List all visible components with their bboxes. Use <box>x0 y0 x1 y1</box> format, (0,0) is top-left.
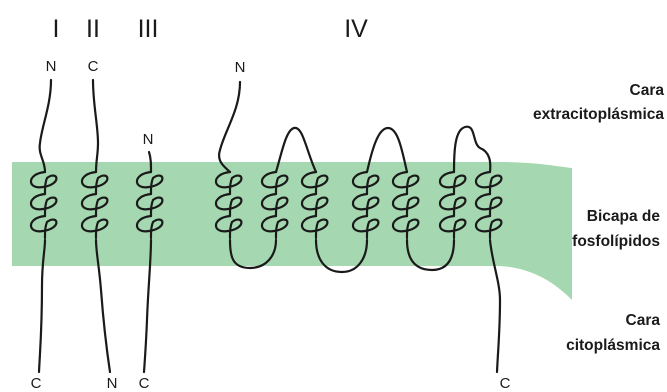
helix-turn <box>80 214 109 240</box>
helix-turn <box>351 192 380 218</box>
protein-2-bottom-terminal: N <box>107 375 118 392</box>
helix-turn <box>214 214 243 240</box>
protein-1-top-terminal: N <box>46 58 57 75</box>
helix-p4-6 <box>300 170 329 240</box>
helix-turn <box>29 214 58 240</box>
helix-turn <box>438 170 467 196</box>
protein-3-chain-bottom <box>142 238 153 374</box>
helix-turn <box>29 192 58 218</box>
protein-1-chain-top <box>38 78 53 174</box>
helix-turn <box>474 214 503 240</box>
protein-4-c-terminal-chain <box>488 238 502 374</box>
protein-4-numeral: IV <box>344 15 368 43</box>
helix-turn <box>351 170 380 196</box>
helix-turn <box>29 170 58 196</box>
phospholipid-bilayer <box>12 162 572 300</box>
helix-turn <box>438 214 467 240</box>
helix-p4-4 <box>214 170 243 240</box>
protein-4-loop-3-4 <box>314 238 369 274</box>
extracytoplasmic-face-label-line1: Cara <box>630 82 665 99</box>
helix-turn <box>260 214 289 240</box>
helix-turn <box>214 170 243 196</box>
helix-p1-1 <box>29 170 58 240</box>
protein-2-numeral: II <box>86 15 100 43</box>
helix-turn <box>300 214 329 240</box>
protein-3-chain-top <box>147 150 153 174</box>
helix-turn <box>391 170 420 196</box>
helix-turn <box>438 192 467 218</box>
protein-2-chain-top <box>91 78 100 174</box>
helix-turn <box>135 170 164 196</box>
protein-3-bottom-terminal: C <box>139 375 150 392</box>
helix-turn <box>80 192 109 218</box>
helix-turn <box>300 192 329 218</box>
protein-3-top-terminal: N <box>143 131 154 148</box>
bilayer-label-line2: fosfolípidos <box>572 233 660 250</box>
helix-turn <box>80 170 109 196</box>
helix-turn <box>474 170 503 196</box>
protein-2-top-terminal: C <box>88 58 99 75</box>
helix-p2-2 <box>80 170 109 240</box>
protein-4-loop-6-7 <box>452 125 492 174</box>
protein-1-bottom-terminal: C <box>31 375 42 392</box>
protein-4-n-terminal-chain <box>218 80 242 174</box>
protein-4-top-terminal: N <box>235 59 246 76</box>
protein-4-bottom-terminal: C <box>500 375 511 392</box>
protein-chains <box>37 78 502 374</box>
cytoplasmic-face-label-line1: Cara <box>626 312 661 329</box>
helix-p4-7 <box>351 170 380 240</box>
protein-4-loop-2-3 <box>274 126 318 174</box>
transmembrane-helices <box>29 170 503 240</box>
protein-4-loop-5-6 <box>405 238 456 272</box>
helix-turn <box>214 192 243 218</box>
protein-3-numeral: III <box>138 15 159 43</box>
helix-p3-3 <box>135 170 164 240</box>
protein-2-chain-bottom <box>94 238 112 374</box>
helix-turn <box>260 192 289 218</box>
helix-turn <box>135 192 164 218</box>
helix-p4-10 <box>474 170 503 240</box>
helix-turn <box>391 192 420 218</box>
protein-4-loop-1-2 <box>228 238 278 270</box>
helix-turn <box>391 214 420 240</box>
protein-1-numeral: I <box>53 15 60 43</box>
helix-p4-9 <box>438 170 467 240</box>
helix-p4-5 <box>260 170 289 240</box>
helix-turn <box>260 170 289 196</box>
protein-4-loop-4-5 <box>365 126 409 174</box>
helix-turn <box>135 214 164 240</box>
extracytoplasmic-face-label-line2: extracitoplásmica <box>533 106 664 123</box>
helix-turn <box>351 214 380 240</box>
helix-p4-8 <box>391 170 420 240</box>
bilayer-label-line1: Bicapa de <box>587 208 661 225</box>
protein-1-chain-bottom <box>37 238 47 374</box>
helix-turn <box>474 192 503 218</box>
helix-turn <box>300 170 329 196</box>
cytoplasmic-face-label-line2: citoplásmica <box>566 337 660 354</box>
